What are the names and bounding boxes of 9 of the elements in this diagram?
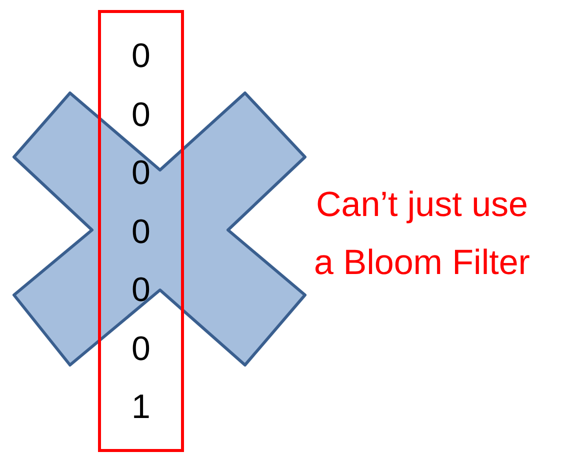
bit-value: 0 [132, 270, 150, 311]
bit-value: 0 [132, 94, 150, 136]
note-text: Can’t just use a Bloom Filter [313, 184, 531, 284]
bit-value: 0 [132, 36, 150, 77]
bit-value: 1 [132, 387, 150, 428]
bit-value: 0 [132, 153, 150, 194]
bit-value: 0 [132, 212, 150, 252]
bit-array [98, 10, 184, 452]
bit-value: 0 [132, 328, 150, 370]
